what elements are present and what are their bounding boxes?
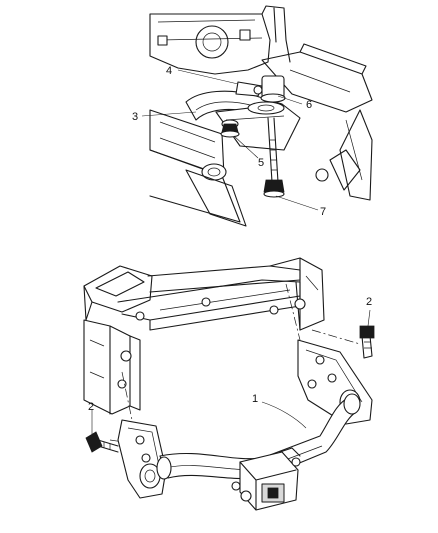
alignment-line-right bbox=[285, 283, 301, 341]
mount-bolt-7 bbox=[263, 117, 285, 198]
alignment-line-left bbox=[121, 371, 133, 421]
callout-4: 4 bbox=[166, 65, 172, 77]
retainer-4 bbox=[235, 81, 263, 97]
upper-assembly-view bbox=[141, 5, 373, 227]
bolt-2-left bbox=[85, 431, 119, 453]
body-panel bbox=[149, 5, 291, 75]
callout-7: 7 bbox=[320, 206, 326, 218]
hitch-bracket-left bbox=[117, 419, 167, 499]
callout-6: 6 bbox=[306, 99, 312, 111]
frame-rail-lower bbox=[149, 109, 247, 227]
callout-5: 5 bbox=[258, 157, 264, 169]
bolt-2-right bbox=[359, 325, 375, 359]
nut-5 bbox=[220, 123, 240, 138]
callout-2-right: 2 bbox=[366, 296, 372, 308]
lower-assembly-view bbox=[83, 257, 375, 511]
hitch-receiver bbox=[156, 393, 361, 511]
callout-3: 3 bbox=[132, 111, 138, 123]
callout-2-left: 2 bbox=[88, 401, 94, 413]
frame-rail-upper bbox=[261, 43, 373, 201]
alignment-line-bolt bbox=[311, 329, 361, 345]
callout-1: 1 bbox=[252, 393, 258, 405]
rear-frame bbox=[83, 257, 325, 415]
